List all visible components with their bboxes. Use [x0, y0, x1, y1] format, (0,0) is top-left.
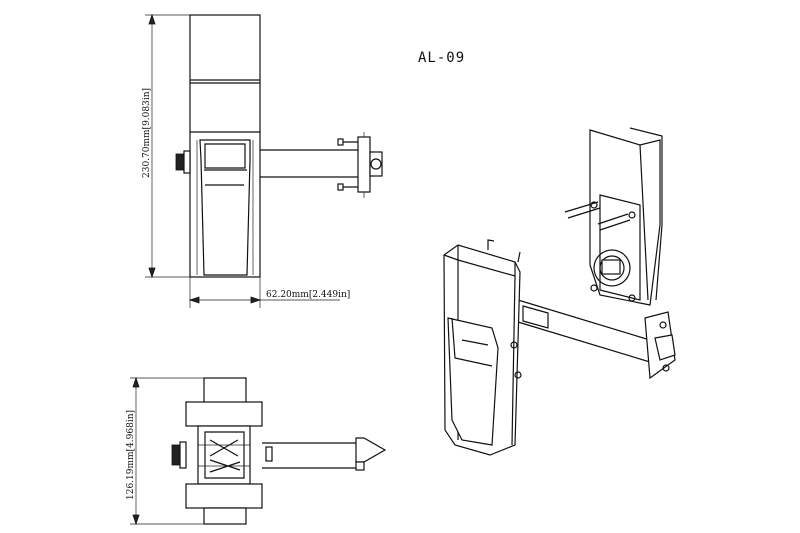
isometric-view — [443, 127, 676, 456]
height-dimension-label: 230.70mm[9.083in] — [142, 88, 152, 178]
width-dimension-label: 62.20mm[2.449in] — [266, 290, 350, 300]
model-label: AL-09 — [418, 50, 465, 66]
top-view — [171, 377, 387, 525]
front-view — [175, 14, 383, 278]
height-dimension: 230.70mm[9.083in] — [142, 13, 190, 279]
width-dimension: 62.20mm[2.449in] — [188, 277, 350, 308]
depth-dimension-label: 126.19mm[4.968in] — [126, 410, 136, 500]
depth-dimension: 126.19mm[4.968in] — [126, 376, 204, 526]
